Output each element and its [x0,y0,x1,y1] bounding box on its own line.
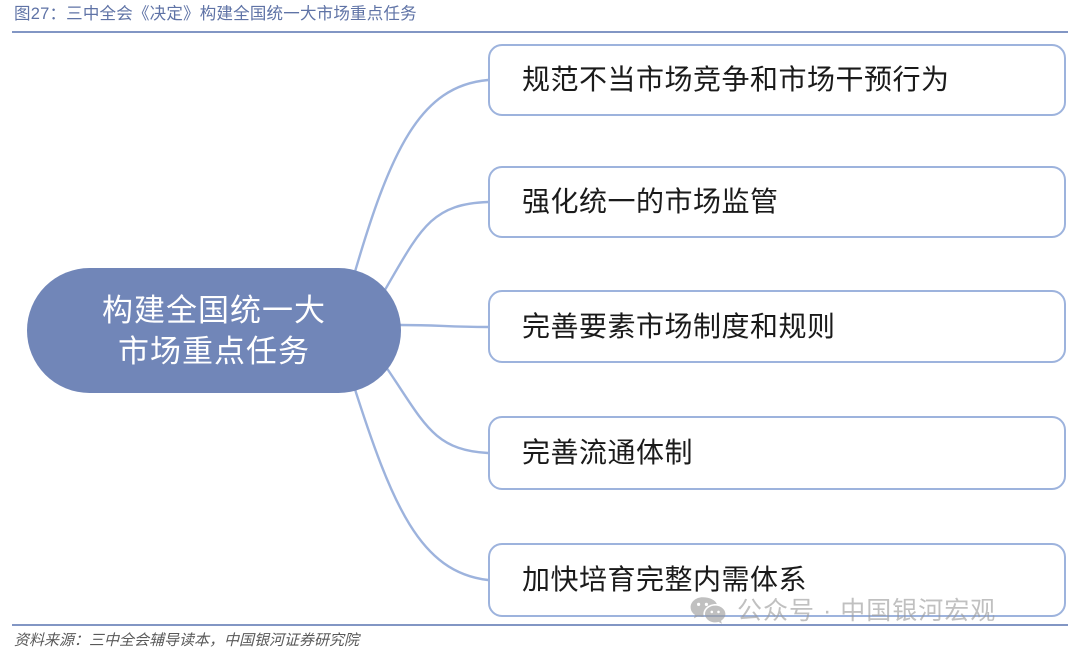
branch-node-3: 完善要素市场制度和规则 [488,290,1066,363]
connector-to-branch-3 [382,362,490,455]
branch-node-label: 完善要素市场制度和规则 [522,310,836,342]
branch-node-2: 强化统一的市场监管 [488,166,1066,238]
central-node: 构建全国统一大 市场重点任务 [27,268,401,393]
branch-node-1: 规范不当市场竞争和市场干预行为 [488,44,1066,116]
connector-to-branch-2 [398,323,490,329]
connector-to-branch-4 [350,378,490,582]
footer-divider [12,624,1068,626]
branch-node-5: 加快培育完整内需体系 [488,543,1066,617]
branch-node-4: 完善流通体制 [488,416,1066,490]
branch-node-label: 加快培育完整内需体系 [522,564,808,595]
page-title: 图27：三中全会《决定》构建全国统一大市场重点任务 [14,5,417,23]
central-node-label: 构建全国统一大 市场重点任务 [102,292,326,369]
branch-node-label: 规范不当市场竞争和市场干预行为 [522,64,950,95]
branch-node-label: 强化统一的市场监管 [522,186,779,217]
source-note: 资料来源：三中全会辅导读本，中国银河证券研究院 [14,632,360,649]
branch-node-label: 完善流通体制 [522,437,694,468]
title-divider [12,31,1068,33]
connector-to-branch-1 [380,200,490,297]
connector-to-branch-0 [350,78,490,284]
